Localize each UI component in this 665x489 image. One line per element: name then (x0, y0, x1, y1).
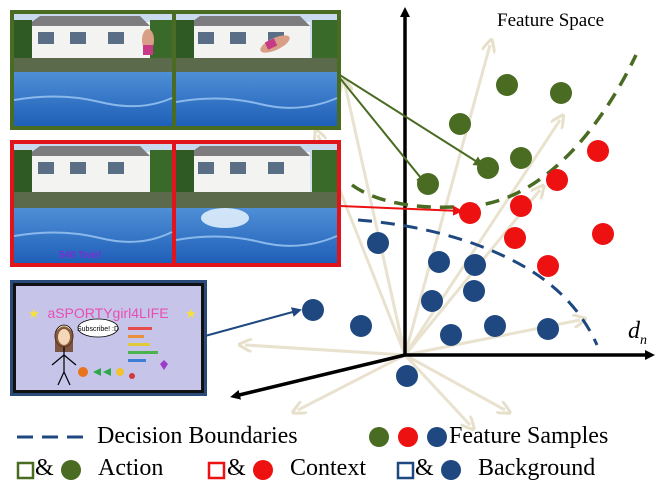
legend (16, 427, 461, 480)
sports-doodles-icon (78, 327, 168, 379)
blue-sample-icon (427, 427, 447, 447)
background-thumbnail: aSPORTYgirl4LIFE ★ ★ Subscribe! :D (10, 280, 207, 396)
action-sample (496, 74, 518, 96)
action-frame-1 (13, 14, 173, 126)
legend-amp: & (35, 455, 54, 481)
action-link-arrow (334, 71, 484, 167)
axes (230, 7, 655, 400)
context-link-arrow (339, 205, 463, 216)
ray (345, 85, 407, 356)
action-sample (477, 157, 499, 179)
cartoon-girl-icon (51, 324, 77, 386)
action-samples (417, 74, 572, 195)
background-sample (537, 318, 559, 340)
context-sample (537, 255, 559, 277)
action-link-arrow (334, 71, 427, 185)
context-sample (587, 140, 609, 162)
red-sample-icon (398, 427, 418, 447)
ray (404, 353, 505, 410)
axis-subscript: n (640, 332, 647, 348)
legend-amp: & (227, 455, 246, 481)
background-decision-boundary (357, 218, 599, 346)
red-box-icon (207, 461, 226, 480)
ray (403, 120, 560, 356)
blue-dot-icon (441, 460, 461, 480)
ray (245, 345, 406, 357)
action-sample (510, 147, 532, 169)
legend-amp: & (415, 455, 434, 481)
background-sample (484, 315, 506, 337)
background-sample (421, 290, 443, 312)
star-icon: ★ (185, 306, 197, 321)
trick-caption: 540 Twirl (59, 250, 101, 261)
context-samples (459, 140, 614, 277)
green-dot-icon (61, 460, 81, 480)
action-thumbnail (10, 10, 341, 130)
context-sample (510, 195, 532, 217)
background-sample (367, 232, 389, 254)
background-samples (302, 232, 559, 387)
bubble-text: Subscribe! :D (77, 326, 119, 333)
ray (298, 353, 406, 410)
context-frame-2 (175, 144, 338, 263)
background-sample (440, 324, 462, 346)
action-decision-boundary (350, 54, 638, 209)
background-sample (464, 254, 486, 276)
background-sample (463, 280, 485, 302)
star-icon: ★ (28, 306, 40, 321)
context-sample (546, 169, 568, 191)
background-link-arrow (204, 307, 302, 337)
red-dot-icon (253, 460, 273, 480)
feature-space-label: Feature Space (497, 10, 605, 31)
legend-boundaries-label: Decision Boundaries (97, 423, 298, 449)
speech-bubble (77, 318, 119, 338)
ray (403, 45, 490, 356)
context-frame-1: 540 Twirl (13, 144, 173, 263)
context-sample (459, 202, 481, 224)
feature-rays (245, 45, 580, 425)
green-box-icon (16, 461, 35, 480)
green-sample-icon (369, 427, 389, 447)
ray (403, 353, 470, 425)
context-sample (592, 223, 614, 245)
blue-box-icon (396, 461, 415, 480)
channel-title: aSPORTYgirl4LIFE (47, 305, 168, 321)
legend-background-label: Background (478, 455, 596, 481)
action-sample (550, 82, 572, 104)
legend-context-label: Context (290, 455, 366, 481)
action-sample (417, 173, 439, 195)
legend-samples-label: Feature Samples (449, 423, 609, 449)
background-sample (428, 251, 450, 273)
context-sample (504, 227, 526, 249)
depth-axis (230, 353, 406, 400)
background-sample (350, 315, 372, 337)
background-sample (396, 365, 418, 387)
dimension-axis-label: dn (628, 318, 647, 349)
axis-base: d (628, 318, 640, 344)
legend-action-label: Action (98, 455, 164, 481)
action-sample (449, 113, 471, 135)
background-sample (302, 299, 324, 321)
action-frame-2 (175, 14, 338, 126)
context-thumbnail: 540 Twirl (10, 140, 341, 267)
